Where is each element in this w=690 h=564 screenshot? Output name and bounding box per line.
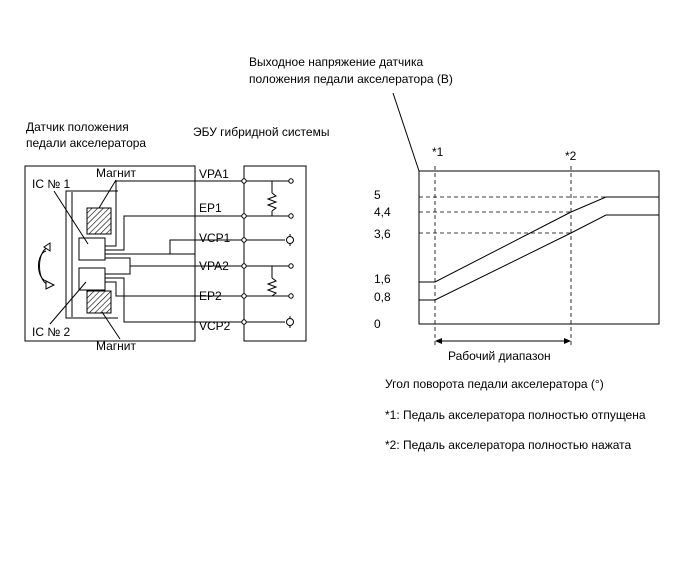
note2: *2: Педаль акселератора полностью нажата <box>385 438 632 452</box>
y-tick-5: 5 <box>374 188 381 202</box>
magnet-bottom-block <box>86 290 112 314</box>
marker2-label: *2 <box>565 149 577 163</box>
magnet-bottom-label: Магнит <box>96 339 137 353</box>
ecu-section: ЭБУ гибридной системы VPA1 EP1 VCP1 VPA2… <box>193 125 329 342</box>
magnet-top-block <box>86 207 112 235</box>
ground1-icon <box>286 236 294 244</box>
y-tick-4-4: 4,4 <box>374 205 391 219</box>
ecu-circuit-group1 <box>246 178 294 246</box>
working-range-arrow <box>435 338 571 344</box>
ic2-leader <box>49 281 87 325</box>
ground2-icon <box>286 318 294 326</box>
y-tick-3-6: 3,6 <box>374 227 391 241</box>
marker1-label: *1 <box>432 145 444 159</box>
magnet-top-leader <box>98 179 117 209</box>
ecu-title: ЭБУ гибридной системы <box>193 125 329 139</box>
pin-row-ep2: EP2 <box>195 289 247 303</box>
resistor2-icon <box>266 277 278 297</box>
y-tick-0-8: 0,8 <box>374 290 391 304</box>
ecu-circuit-group2 <box>246 263 294 328</box>
chart-ylabel-line2: положения педали акселератора (В) <box>249 72 453 86</box>
pin-label-vcp1: VCP1 <box>199 231 231 245</box>
magnet-top-label: Магнит <box>96 166 137 180</box>
pin-row-vpa1: VPA1 <box>195 167 247 184</box>
ic1-chip <box>78 237 106 261</box>
sensor-internal-wiring <box>105 180 195 323</box>
ic2-chip <box>78 267 106 291</box>
series-upper-line <box>419 196 659 283</box>
ic1-label: IC № 1 <box>32 177 71 191</box>
sensor-section: Датчик положения педали акселератора Маг… <box>24 120 196 353</box>
sensor-title-line2: педали акселератора <box>26 136 146 150</box>
voltage-chart: Выходное напряжение датчика положения пе… <box>249 55 660 452</box>
pin-label-vcp2: VCP2 <box>199 319 231 333</box>
chart-xlabel: Угол поворота педали акселератора (°) <box>385 377 604 391</box>
working-range-label: Рабочий диапазон <box>448 349 551 363</box>
ic2-label: IC № 2 <box>32 325 71 339</box>
sensor-frame <box>65 190 118 319</box>
pin-row-ep1: EP1 <box>195 201 247 219</box>
y-tick-1-6: 1,6 <box>374 272 391 286</box>
sensor-title-line1: Датчик положения <box>26 120 129 134</box>
series-lower-line <box>419 214 659 301</box>
magnet-bottom-leader <box>101 311 121 340</box>
chart-ylabel-line1: Выходное напряжение датчика <box>249 55 423 69</box>
note1: *1: Педаль акселератора полностью отпуще… <box>385 408 646 422</box>
ecu-box <box>243 165 307 342</box>
y-tick-0: 0 <box>374 317 381 331</box>
pin-label-ep1: EP1 <box>199 201 222 215</box>
resistor1-icon <box>266 192 278 212</box>
pin-label-vpa1: VPA1 <box>199 167 229 181</box>
pin-row-vcp1: VCP1 <box>195 231 247 245</box>
ic1-leader <box>53 190 89 245</box>
pin-row-vcp2: VCP2 <box>195 319 247 333</box>
rotation-arrow-icon <box>38 242 56 290</box>
plot-frame <box>418 170 660 325</box>
ylabel-leader <box>392 92 420 172</box>
pin-row-vpa2: VPA2 <box>195 259 247 273</box>
